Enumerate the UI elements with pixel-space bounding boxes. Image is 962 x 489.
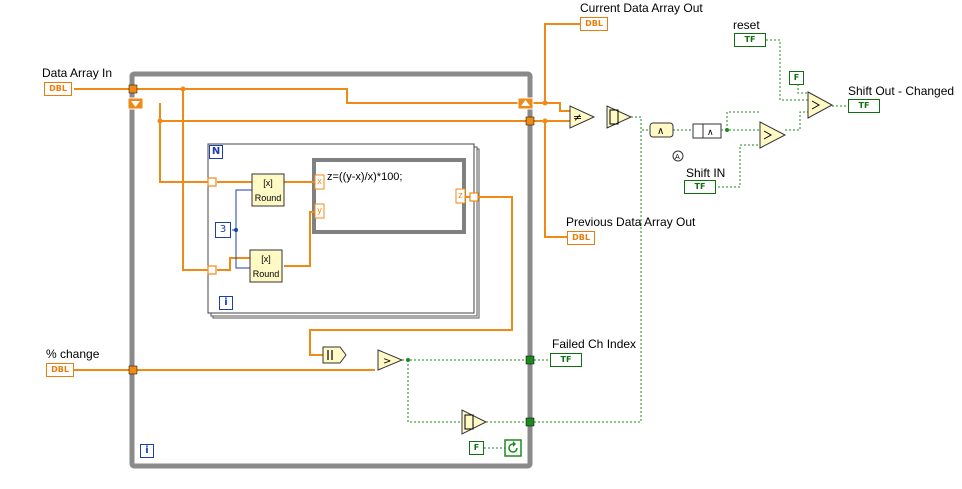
shift-register-left-arrow bbox=[131, 101, 140, 107]
formula-input-y[interactable] bbox=[314, 203, 325, 219]
or-array-glyph-top bbox=[609, 109, 619, 125]
or-array-node[interactable] bbox=[461, 409, 488, 435]
round-bottom-symbol: [x] bbox=[261, 254, 271, 264]
junction-dot-int bbox=[234, 228, 238, 232]
junction-dot bbox=[157, 118, 163, 124]
index-tunnel-out[interactable] bbox=[469, 192, 479, 202]
round-node-bottom[interactable] bbox=[249, 249, 283, 283]
false-constant[interactable]: F bbox=[789, 71, 804, 85]
tunnel-or-out[interactable] bbox=[525, 417, 535, 427]
select-node-upper-glyph bbox=[811, 100, 821, 110]
dbl-text: DBL bbox=[572, 233, 590, 242]
greater-equal-node[interactable] bbox=[377, 349, 404, 371]
stop-condition-icon bbox=[508, 443, 518, 453]
greater-equal-symbol: > bbox=[383, 356, 391, 367]
tf-text: TF bbox=[858, 101, 870, 110]
formula-input-x[interactable] bbox=[314, 174, 325, 190]
feedback-init-icon[interactable] bbox=[672, 150, 684, 162]
data-array-in-terminal[interactable]: DBL bbox=[44, 82, 72, 96]
feedback-node-left[interactable] bbox=[692, 123, 704, 139]
formula-expression[interactable]: z=((y-x)/x)*100; bbox=[327, 171, 403, 183]
round-node-top[interactable] bbox=[251, 173, 285, 207]
percent-change-terminal[interactable]: DBL bbox=[46, 363, 74, 377]
junction-dot-bool bbox=[725, 128, 729, 132]
numeric-constant-3[interactable]: 3 bbox=[215, 222, 231, 238]
dbl-text: DBL bbox=[49, 84, 67, 93]
label-shift-out-changed: Shift Out - Changed bbox=[848, 84, 955, 98]
junction-dot bbox=[180, 86, 186, 92]
feedback-init-glyph: A bbox=[675, 153, 680, 161]
bool-wires bbox=[402, 39, 848, 423]
shift-out-changed-terminal[interactable]: TF bbox=[848, 99, 880, 113]
formula-output-z[interactable] bbox=[455, 188, 466, 204]
formula-x-label: x bbox=[317, 176, 322, 186]
feedback-node-right[interactable] bbox=[702, 123, 722, 139]
tunnel-failed-index[interactable] bbox=[525, 355, 535, 365]
feedback-and-symbol: ∧ bbox=[707, 128, 714, 138]
label-data-array-in: Data Array In bbox=[42, 66, 113, 80]
not-equal-symbol: ≠ bbox=[573, 111, 582, 124]
label-failed-ch-index: Failed Ch Index bbox=[552, 337, 637, 351]
label-current-data-array-out: Current Data Array Out bbox=[580, 1, 703, 15]
index-tunnel-bottom[interactable] bbox=[207, 265, 217, 275]
label-reset: reset bbox=[733, 18, 760, 32]
index-tunnel-top[interactable] bbox=[207, 177, 217, 187]
stop-arrow bbox=[513, 441, 516, 447]
tf-text: TF bbox=[744, 35, 756, 44]
array-minmax-node[interactable] bbox=[322, 346, 347, 364]
tunnel-percent-change[interactable] bbox=[128, 365, 138, 375]
formula-y-label: y bbox=[317, 205, 322, 215]
previous-data-array-out-terminal[interactable]: DBL bbox=[567, 231, 595, 245]
not-equal-node[interactable] bbox=[569, 105, 596, 129]
failed-ch-index-terminal[interactable]: TF bbox=[550, 353, 582, 367]
false-constant-stop[interactable]: F bbox=[469, 441, 484, 455]
junction-dot bbox=[542, 118, 548, 124]
for-loop-count-terminal[interactable]: N bbox=[209, 145, 223, 159]
junction-dot-bool bbox=[406, 358, 410, 362]
while-loop-iteration-terminal[interactable]: i bbox=[140, 444, 154, 458]
tf-text: TF bbox=[694, 182, 706, 191]
round-top-caption: Round bbox=[254, 193, 282, 203]
and-node[interactable] bbox=[649, 122, 674, 138]
label-percent-change: % change bbox=[46, 347, 100, 361]
and-symbol: ∧ bbox=[657, 126, 664, 137]
or-array-glyph bbox=[464, 414, 474, 430]
tf-text: TF bbox=[560, 355, 572, 364]
dbl-text: DBL bbox=[585, 19, 603, 28]
select-node-lower-glyph bbox=[763, 130, 773, 140]
junction-dot bbox=[542, 100, 548, 106]
shift-in-terminal[interactable]: TF bbox=[684, 180, 716, 194]
formula-node-frame[interactable] bbox=[312, 158, 466, 234]
reset-terminal[interactable]: TF bbox=[734, 33, 766, 47]
dbl-wires bbox=[74, 23, 580, 371]
for-loop-iteration-terminal[interactable]: i bbox=[219, 296, 233, 310]
while-loop-frame[interactable] bbox=[129, 71, 533, 469]
label-previous-data-array-out: Previous Data Array Out bbox=[566, 215, 696, 229]
shift-register-right-arrow bbox=[521, 100, 530, 106]
dbl-text: DBL bbox=[51, 365, 69, 374]
select-node-lower[interactable] bbox=[759, 121, 787, 149]
or-array-node-top[interactable] bbox=[606, 105, 633, 129]
tunnel-prev-out[interactable] bbox=[525, 116, 535, 126]
round-top-symbol: [x] bbox=[263, 178, 273, 188]
current-data-array-out-terminal[interactable]: DBL bbox=[580, 17, 608, 31]
round-bottom-caption: Round bbox=[252, 269, 280, 279]
formula-z-label: z bbox=[458, 190, 463, 200]
label-shift-in: Shift IN bbox=[686, 166, 726, 180]
tunnel-data-in[interactable] bbox=[128, 84, 138, 94]
